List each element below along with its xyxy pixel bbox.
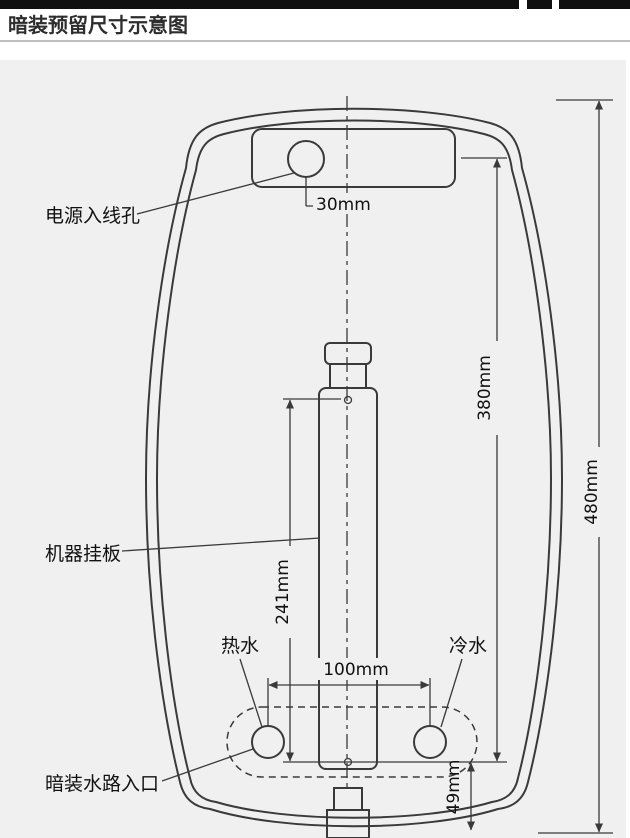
dim-100-label: 100mm — [323, 660, 389, 680]
device-outline-outer — [144, 107, 564, 828]
top-bar-segment — [559, 0, 630, 9]
dim-480-mask — [588, 447, 610, 537]
leader-cold-water — [440, 658, 463, 728]
label-mounting-plate: 机器挂板 — [45, 543, 121, 565]
dim-380-mask — [479, 341, 501, 435]
power-panel — [251, 128, 456, 188]
page-title: 暗装预留尺寸示意图 — [8, 13, 188, 37]
label-cold-water: 冷水 — [449, 635, 487, 657]
dim-380-label: 380mm — [475, 355, 495, 421]
dim-100-mask — [317, 658, 396, 680]
mounting-plate — [318, 387, 378, 770]
leader-mounting-plate — [121, 537, 321, 552]
dim-241-mask — [279, 546, 301, 638]
dim-30-mask — [313, 193, 371, 214]
top-bar-segment — [0, 0, 519, 9]
dim-480-label: 480mm — [582, 459, 602, 525]
top-bar-segment — [527, 0, 552, 9]
label-hot-water: 热水 — [221, 635, 259, 657]
dim-241-label: 241mm — [273, 559, 293, 625]
outlet-pipe-lower — [326, 809, 370, 838]
device-outline-inner — [155, 119, 553, 819]
dim-49-label: 49mm — [444, 760, 464, 815]
plate-hole-top — [343, 395, 353, 405]
leader-water-inlet — [161, 748, 254, 782]
concealed-inlet-zone — [226, 706, 478, 778]
leader-power-inlet — [136, 172, 295, 215]
label-water-inlet: 暗装水路入口 — [45, 773, 159, 795]
dim-30-label: 30mm — [316, 195, 371, 215]
label-power-inlet: 电源入线孔 — [45, 205, 140, 227]
diagram-panel — [0, 60, 626, 838]
leader-hot-water — [239, 658, 263, 728]
